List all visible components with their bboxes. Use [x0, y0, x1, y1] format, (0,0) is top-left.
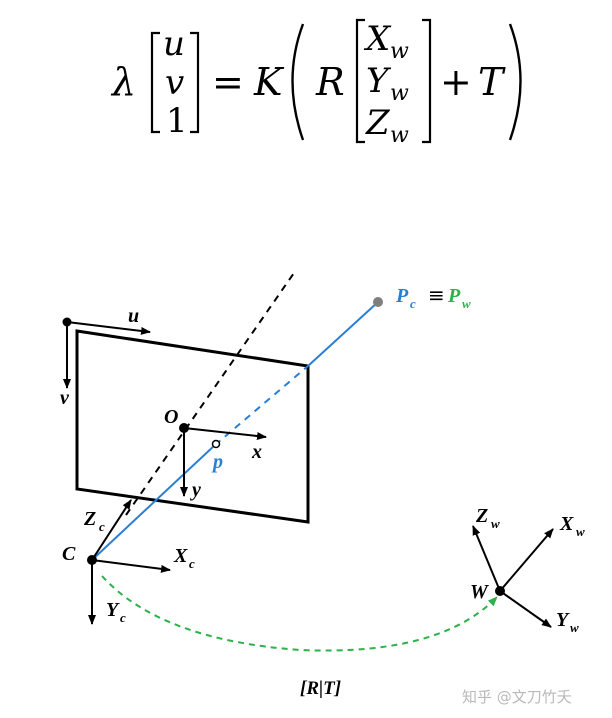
point-Pc-label-main: P [395, 285, 409, 307]
transform-label: [R|T] [300, 678, 341, 699]
image-y-label: y [190, 479, 201, 501]
world-Yw-label-sub: w [570, 620, 579, 635]
eq-Yw-sub: w [390, 81, 409, 106]
camera-ray-solid-lower [91, 444, 216, 561]
world-Xw-label-main: X [559, 513, 574, 535]
transform-arc-arrow [101, 575, 498, 652]
eq-left-vector-bracket-open [150, 31, 160, 134]
eq-K: K [253, 60, 285, 104]
principal-O-label: O [164, 406, 178, 428]
image-u-axis-arrow [66, 321, 151, 335]
projected-p-label: p [211, 451, 223, 473]
optical-axis-dashed [125, 269, 297, 516]
camera-Xc-label-sub: c [189, 556, 195, 571]
world-Yw-axis-arrow [499, 590, 552, 628]
camera-Zc-label-sub: c [99, 519, 105, 534]
camera-model-diagram: u v O x y p C X c Y c Z c P c ≡ P w [60, 269, 585, 706]
eq-lambda: λ [110, 60, 136, 104]
camera-ray-solid-upper [307, 301, 379, 367]
camera-Yc-label-sub: c [120, 610, 126, 625]
camera-C-label: C [62, 543, 76, 565]
eq-equals: = [212, 60, 244, 104]
camera-Xc-label-main: X [173, 545, 188, 567]
camera-Xc-axis-arrow [91, 559, 171, 573]
image-v-label: v [60, 387, 70, 409]
point-equiv-symbol: ≡ [428, 283, 445, 307]
camera-Zc-label-main: Z [83, 508, 96, 530]
world-Zw-axis-arrow [472, 525, 501, 592]
scene-point-P [373, 297, 383, 307]
eq-world-vector-bracket-open [355, 18, 365, 144]
projection-equation: λ u v 1 = K R X w Y w Z w + T [110, 18, 522, 148]
image-plane [75, 329, 310, 524]
eq-v: v [165, 63, 184, 103]
world-Zw-label-main: Z [475, 505, 488, 527]
world-Xw-label-sub: w [576, 524, 585, 539]
point-Pw-label-sub: w [462, 296, 471, 311]
eq-big-paren-close [508, 23, 522, 141]
image-x-label: x [251, 441, 262, 463]
image-u-label: u [128, 305, 139, 327]
world-Xw-axis-arrow [499, 528, 554, 592]
world-Zw-label-sub: w [491, 516, 500, 531]
eq-Xw-main: X [363, 19, 392, 59]
projected-point-p [211, 439, 221, 449]
eq-left-vector-bracket-close [190, 31, 200, 134]
world-W-label: W [470, 581, 489, 603]
eq-big-paren-open [291, 23, 305, 141]
eq-one: 1 [166, 101, 188, 141]
eq-Zw-sub: w [390, 123, 409, 148]
eq-R: R [315, 60, 345, 104]
eq-Yw-main: Y [366, 61, 392, 101]
eq-u: u [163, 24, 185, 64]
eq-Xw-sub: w [390, 39, 409, 64]
image-x-axis-arrow [183, 427, 267, 440]
eq-plus: + [440, 60, 472, 104]
eq-T: T [478, 60, 506, 104]
world-Yw-label-main: Y [556, 609, 570, 631]
eq-Zw-main: Z [365, 103, 391, 143]
camera-Zc-axis-arrow [91, 499, 132, 561]
watermark-text: 知乎 @文刀竹夭 [462, 688, 572, 706]
point-Pw-label-main: P [447, 285, 461, 307]
point-Pc-label-sub: c [410, 296, 416, 311]
camera-Yc-label-main: Y [106, 599, 120, 621]
eq-world-vector-bracket-close [422, 18, 432, 144]
